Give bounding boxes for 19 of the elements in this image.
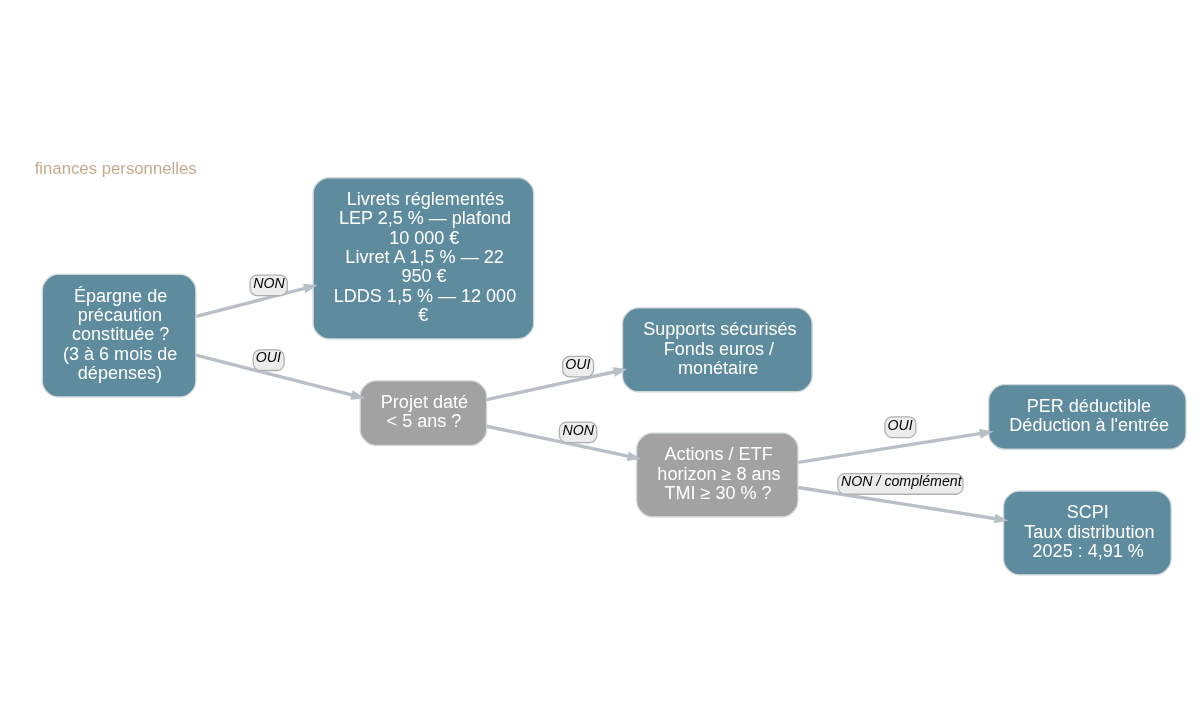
edge-label: NON: [562, 421, 595, 438]
node-box: Livrets réglementés LEP 2,5 % — plafond 10 000 € Livret A 1,5 % — 22 950 € LDDS 1,5 % — 12 000 €: [312, 177, 535, 340]
edge-label: OUI: [887, 416, 913, 433]
node-box: SCPI Taux distribution 2025 : 4,91 %: [1002, 490, 1172, 576]
arrow: [798, 485, 1009, 524]
arrow: [486, 367, 628, 402]
node-box: Supports sécurisés Fonds euros / monétaire: [621, 307, 813, 393]
arrow: [195, 353, 365, 400]
node-box: Projet daté < 5 ans ?: [359, 380, 488, 446]
edge-label: OUI: [565, 355, 591, 372]
node-box: Actions / ETF horizon ≥ 8 ans TMI ≥ 30 % ?: [636, 432, 799, 518]
edge-label: NON / complément: [841, 473, 962, 490]
arrow: [195, 283, 318, 318]
label: finances personnelles: [34, 158, 197, 178]
edge-label: OUI: [255, 349, 281, 366]
arrow: [798, 428, 994, 464]
node-box: Épargne de précaution constituée ? (3 à 6 mois de dépenses): [41, 273, 197, 398]
node-box: PER déductible Déduction à l'entrée: [988, 384, 1187, 450]
edge-label: NON: [253, 274, 285, 291]
